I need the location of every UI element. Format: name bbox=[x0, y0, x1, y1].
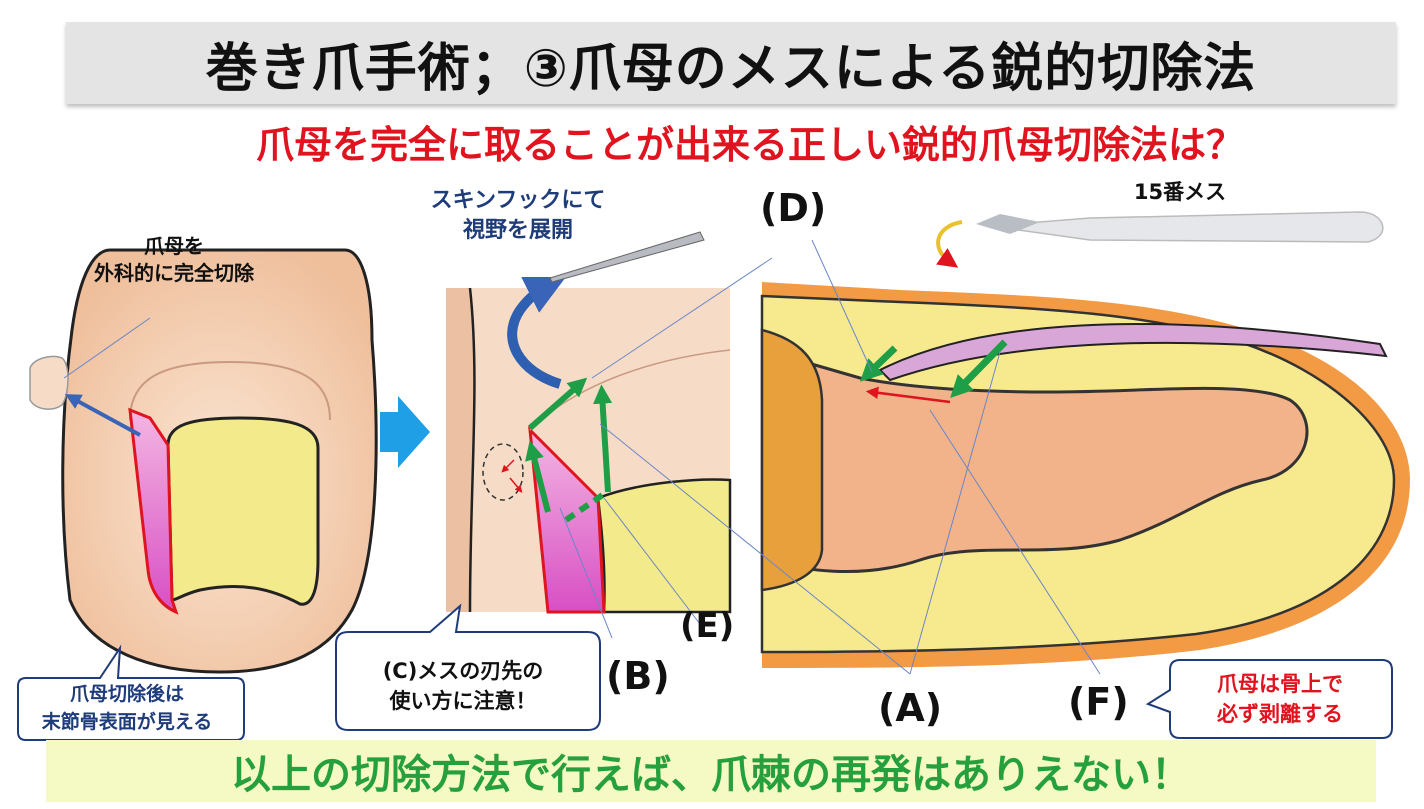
left-callout-box bbox=[17, 644, 245, 741]
label-a: (A) bbox=[878, 686, 943, 730]
label-e: (E) bbox=[680, 606, 735, 646]
leader-lines bbox=[559, 239, 1101, 675]
mid-callout-box bbox=[335, 603, 601, 731]
toe-illustration bbox=[29, 248, 378, 674]
page-title: 巻き爪手術；③爪母のメスによる鋭的切除法 bbox=[205, 38, 1257, 99]
right-callout-text: 爪母は骨上で必ず剥離する bbox=[1217, 671, 1343, 726]
label-b: (B) bbox=[606, 654, 670, 698]
footer-banner: 以上の切除方法で行えば、爪棘の再発はありえない！ bbox=[46, 740, 1376, 802]
left-callout-text: 爪母切除後は末節骨表面が見える bbox=[41, 683, 213, 733]
subtitle: 爪母を完全に取ることが出来る正しい鋭的爪母切除法は？ bbox=[255, 123, 1244, 167]
footer-text: 以上の切除方法で行えば、爪棘の再発はありえない！ bbox=[231, 752, 1191, 798]
label-f: (F) bbox=[1068, 680, 1129, 724]
scalpel-label: 15番メス bbox=[1133, 180, 1227, 204]
mid-callout-text: (C)メスの刃先の使い方に注意！ bbox=[382, 658, 544, 713]
right-callout-box bbox=[1145, 659, 1393, 739]
label-d: (D) bbox=[760, 186, 827, 230]
excision-label: 爪母を 外科的に完全切除 bbox=[94, 234, 254, 285]
zoom-illustration bbox=[446, 231, 732, 614]
title-bar: 巻き爪手術；③爪母のメスによる鋭的切除法 bbox=[66, 22, 1396, 104]
next-step-arrow bbox=[380, 396, 430, 468]
skin-hook-label: スキンフックにて 視野を展開 bbox=[430, 188, 606, 243]
cross-section-illustration bbox=[760, 211, 1422, 670]
